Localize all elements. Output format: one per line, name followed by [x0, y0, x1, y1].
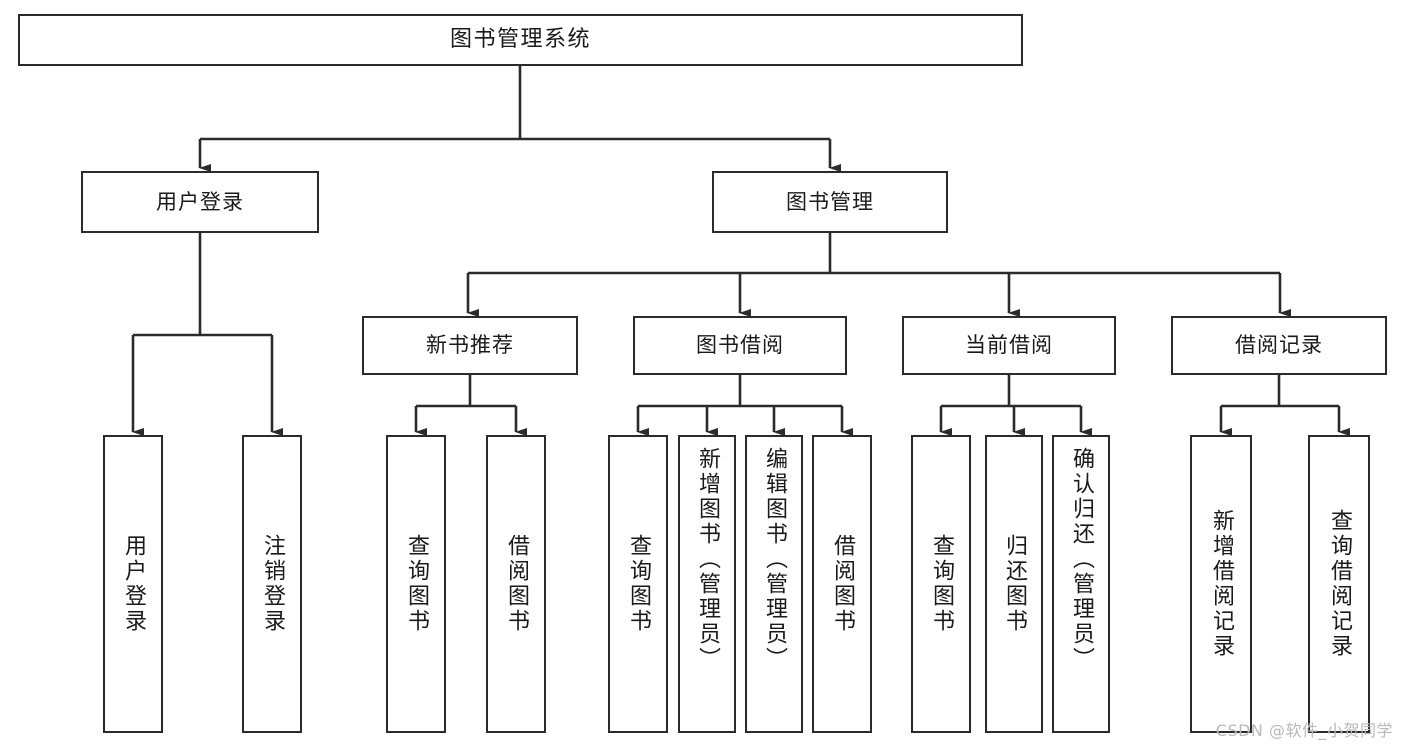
- node-leaf-query-record-label: 查询借阅记录: [1327, 509, 1352, 659]
- node-leaf-logout-label: 注销登录: [260, 534, 285, 634]
- node-leaf-borrow-book-1[interactable]: 借阅图书: [486, 435, 546, 733]
- node-leaf-confirm-return-label: 确认归还（管理员）: [1069, 447, 1094, 672]
- node-leaf-query-book-3-label: 查询图书: [929, 534, 954, 634]
- node-leaf-query-book-2-label: 查询图书: [626, 534, 651, 634]
- node-book-borrow-label: 图书借阅: [696, 333, 784, 358]
- node-new-book-rec[interactable]: 新书推荐: [362, 316, 578, 375]
- node-leaf-query-book-2[interactable]: 查询图书: [608, 435, 668, 733]
- node-leaf-edit-book[interactable]: 编辑图书（管理员）: [745, 435, 803, 733]
- node-leaf-return-book-label: 归还图书: [1002, 534, 1027, 634]
- node-new-book-rec-label: 新书推荐: [426, 333, 514, 358]
- node-leaf-user-login[interactable]: 用户登录: [103, 435, 163, 733]
- node-leaf-query-book-3[interactable]: 查询图书: [911, 435, 971, 733]
- node-leaf-query-book-1-label: 查询图书: [404, 534, 429, 634]
- node-leaf-edit-book-label: 编辑图书（管理员）: [762, 447, 787, 672]
- node-leaf-user-login-label: 用户登录: [121, 534, 146, 634]
- node-leaf-confirm-return[interactable]: 确认归还（管理员）: [1052, 435, 1110, 733]
- node-borrow-record[interactable]: 借阅记录: [1171, 316, 1387, 375]
- node-leaf-query-record[interactable]: 查询借阅记录: [1308, 435, 1370, 733]
- node-leaf-borrow-book-2-label: 借阅图书: [830, 534, 855, 634]
- node-leaf-add-book[interactable]: 新增图书（管理员）: [678, 435, 736, 733]
- node-leaf-query-book-1[interactable]: 查询图书: [386, 435, 446, 733]
- node-current-borrow[interactable]: 当前借阅: [902, 316, 1116, 375]
- node-leaf-borrow-book-2[interactable]: 借阅图书: [812, 435, 872, 733]
- node-borrow-record-label: 借阅记录: [1235, 333, 1323, 358]
- node-user-login-label: 用户登录: [156, 189, 244, 214]
- node-leaf-borrow-book-1-label: 借阅图书: [504, 534, 529, 634]
- node-root-label: 图书管理系统: [449, 27, 591, 53]
- node-leaf-add-record-label: 新增借阅记录: [1209, 509, 1234, 659]
- node-leaf-add-book-label: 新增图书（管理员）: [695, 447, 720, 672]
- node-leaf-logout[interactable]: 注销登录: [242, 435, 302, 733]
- node-leaf-return-book[interactable]: 归还图书: [985, 435, 1043, 733]
- node-user-login[interactable]: 用户登录: [81, 171, 319, 233]
- node-current-borrow-label: 当前借阅: [965, 333, 1053, 358]
- node-book-borrow[interactable]: 图书借阅: [633, 316, 847, 375]
- node-book-manage[interactable]: 图书管理: [712, 171, 948, 233]
- node-book-manage-label: 图书管理: [786, 189, 874, 214]
- node-root[interactable]: 图书管理系统: [18, 14, 1023, 66]
- watermark: CSDN @软件_小贺同学: [1215, 721, 1393, 740]
- node-leaf-add-record[interactable]: 新增借阅记录: [1190, 435, 1252, 733]
